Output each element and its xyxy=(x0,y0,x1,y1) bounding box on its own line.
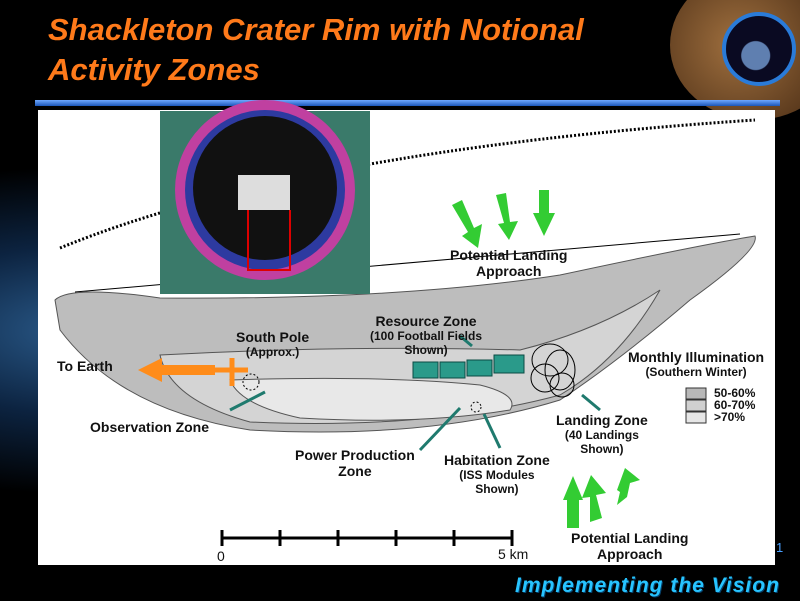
observation-zone-marker xyxy=(242,373,260,391)
title-line-2: Activity Zones xyxy=(48,52,260,87)
south-pole-label: South Pole(Approx.) xyxy=(236,329,309,359)
habitation-marker xyxy=(470,401,482,413)
green-arrows-bottom xyxy=(563,468,640,528)
text: Shown) xyxy=(475,482,519,496)
to-earth-label: To Earth xyxy=(57,358,113,374)
observation-zone-label: Observation Zone xyxy=(90,419,210,435)
resource-zone-blocks xyxy=(412,354,525,379)
text: Resource Zone xyxy=(375,313,477,329)
callout-lines xyxy=(229,334,601,452)
text: (Approx.) xyxy=(245,345,300,359)
title-line-1: Shackleton Crater Rim with Notional xyxy=(48,12,584,47)
title-underline xyxy=(35,100,780,106)
text: Shown) xyxy=(580,442,624,456)
exploration-logo xyxy=(722,12,796,86)
text: 60-70% xyxy=(714,398,756,412)
text: 50-60% xyxy=(714,386,756,400)
to-earth-arrow xyxy=(138,358,215,382)
page-number: 1 xyxy=(776,540,784,555)
text: Potential Landing xyxy=(571,530,689,546)
text: Monthly Illumination xyxy=(628,349,765,365)
text: Landing Zone xyxy=(556,412,648,428)
illumination-70 xyxy=(229,377,513,421)
text: (40 Landings xyxy=(564,428,639,442)
footer-tagline: Implementing the Vision xyxy=(515,574,780,597)
south-pole-cross xyxy=(215,358,248,386)
green-arrows-top xyxy=(452,190,555,248)
scale-start-label: 0 xyxy=(217,548,225,564)
scale-end-label: 5 km xyxy=(498,546,529,562)
landing-zone-circles xyxy=(530,343,576,398)
text: Potential Landing xyxy=(450,247,568,263)
text: Zone xyxy=(338,463,372,479)
text: (ISS Modules xyxy=(459,468,535,482)
scale-bar xyxy=(220,530,514,546)
text: (100 Football Fields xyxy=(370,329,483,343)
text: Shown) xyxy=(404,343,448,357)
legend-swatches xyxy=(685,387,707,424)
text: Approach xyxy=(476,263,542,279)
legend-title: Monthly Illumination(Southern Winter) xyxy=(628,349,764,379)
text: >70% xyxy=(714,410,746,424)
text: Habitation Zone xyxy=(444,452,550,468)
text: Approach xyxy=(597,546,663,562)
text: Power Production xyxy=(295,447,415,463)
legend-labels: 50-60%60-70%>70% xyxy=(714,387,755,423)
text: (Southern Winter) xyxy=(645,365,747,379)
text: South Pole xyxy=(236,329,310,345)
